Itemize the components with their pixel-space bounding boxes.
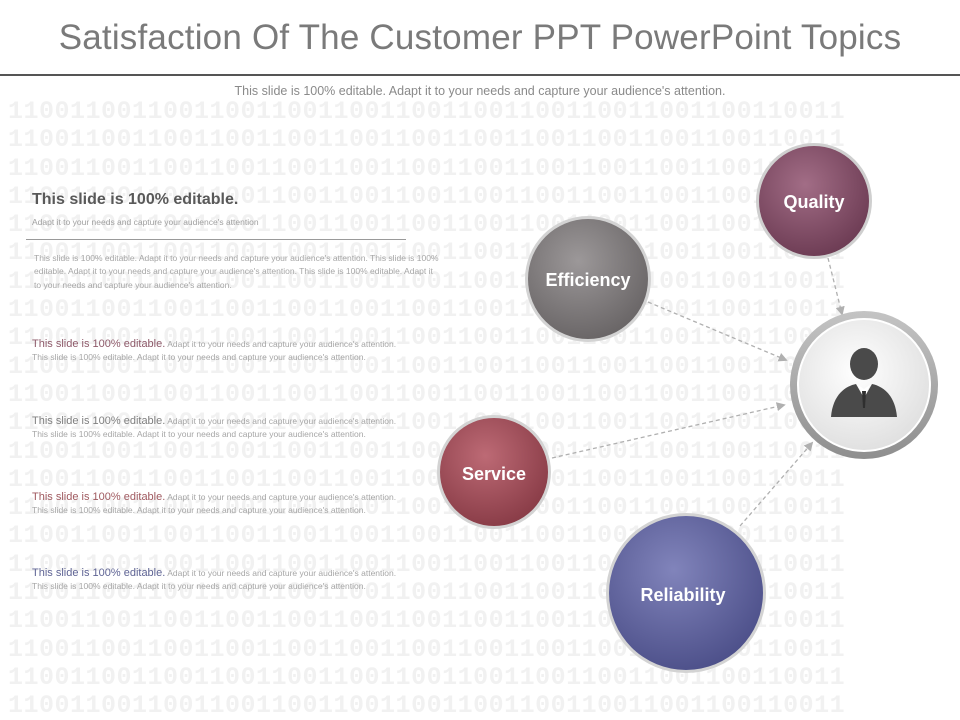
quality-node: Quality [756,143,872,259]
service-connector-arrow [551,402,786,459]
text-item-1: This slide is 100% editable. Adapt it to… [32,338,397,364]
binary-row: 1100110011001100110011001100110011001100… [8,691,846,720]
left-panel-paragraph: This slide is 100% editable. Adapt it to… [34,253,439,290]
binary-background-pattern: 1100110011001100110011001100110011001100… [8,98,960,720]
text-item-2-body: Adapt it to your needs and capture your … [32,416,397,440]
reliability-node: Reliability [606,513,766,673]
efficiency-label: Efficiency [545,270,630,290]
center-customer-node [790,311,938,459]
text-item-2-lead: This slide is 100% editable. [32,415,166,427]
efficiency-node: Efficiency [525,216,651,342]
binary-row: 1100110011001100110011001100110011001100… [8,436,846,466]
service-node: Service [437,415,551,529]
binary-row: 1100110011001100110011001100110011001100… [8,238,846,268]
left-panel-divider [26,239,406,240]
text-item-3-lead: This slide is 100% editable. [32,491,166,503]
text-item-3: This slide is 100% editable. Adapt it to… [32,491,397,517]
binary-row: 1100110011001100110011001100110011001100… [8,125,846,155]
binary-row: 1100110011001100110011001100110011001100… [8,98,846,126]
customer-person-icon [831,348,897,417]
quality-connector-arrow [827,257,845,316]
reliability-connector-arrow [739,441,814,527]
text-item-4-lead: This slide is 100% editable. [32,567,166,579]
binary-row: 1100110011001100110011001100110011001100… [8,323,846,353]
text-item-1-lead: This slide is 100% editable. [32,338,166,350]
page-title: Satisfaction Of The Customer PPT PowerPo… [58,18,902,57]
text-item-4: This slide is 100% editable. Adapt it to… [32,567,397,593]
binary-row: 1100110011001100110011001100110011001100… [8,351,846,381]
left-panel-heading: This slide is 100% editable. [32,191,239,208]
left-panel-subheading: Adapt it to your needs and capture your … [32,217,259,227]
text-item-3-body: Adapt it to your needs and capture your … [32,492,397,516]
page-subtitle: This slide is 100% editable. Adapt it to… [234,84,726,98]
binary-row: 1100110011001100110011001100110011001100… [8,464,846,494]
text-item-4-body: Adapt it to your needs and capture your … [32,568,397,592]
text-item-2: This slide is 100% editable. Adapt it to… [32,415,397,441]
title-divider [0,74,960,76]
binary-row: 1100110011001100110011001100110011001100… [8,295,846,325]
service-label: Service [462,464,526,484]
efficiency-connector-arrow [647,301,788,362]
binary-row: 1100110011001100110011001100110011001100… [8,210,846,240]
binary-row: 1100110011001100110011001100110011001100… [8,266,846,296]
binary-row: 1100110011001100110011001100110011001100… [8,181,846,211]
quality-label: Quality [783,192,844,212]
text-item-1-body: Adapt it to your needs and capture your … [32,339,397,363]
binary-row: 1100110011001100110011001100110011001100… [8,379,846,409]
binary-row: 1100110011001100110011001100110011001100… [8,153,846,183]
reliability-label: Reliability [640,585,725,605]
